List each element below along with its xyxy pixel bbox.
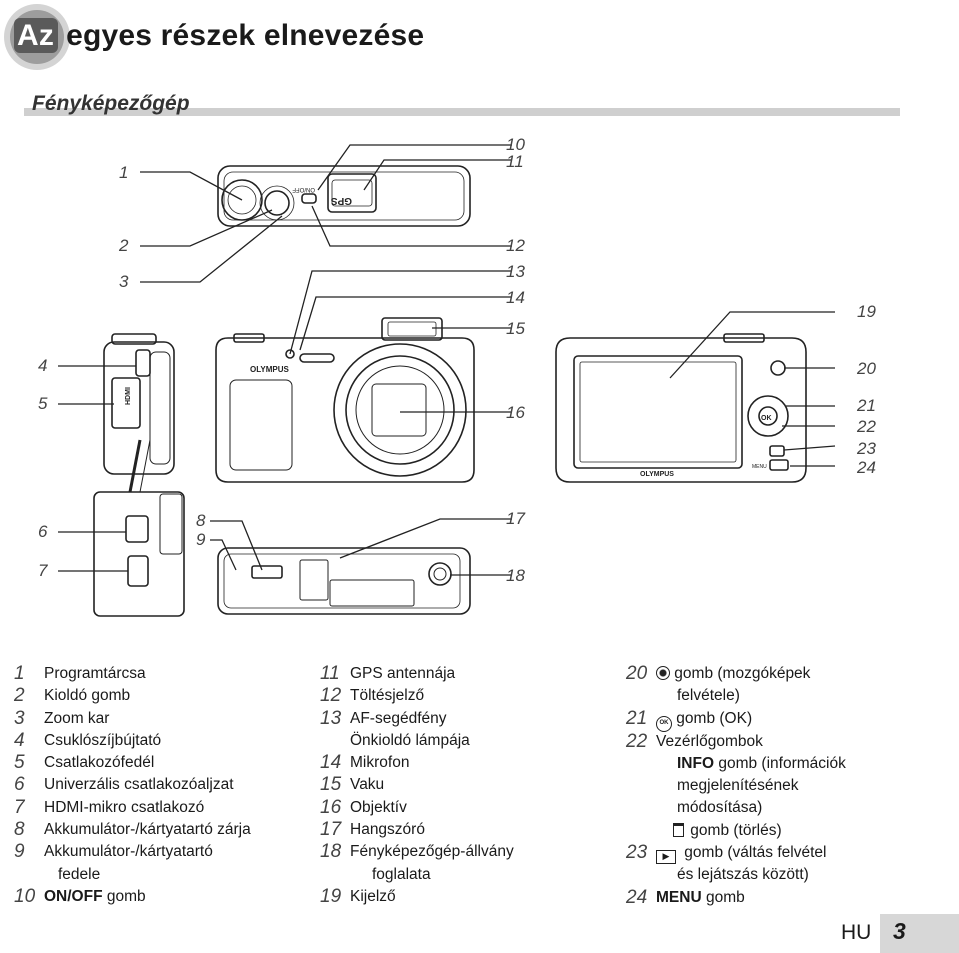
list-item: 23▶ gomb (váltás felvétel	[626, 842, 827, 865]
callout-1: 1	[119, 163, 129, 182]
list-item-continued: gomb (törlés)	[626, 820, 946, 842]
list-item-continued: fedele	[58, 865, 101, 883]
callout-11: 11	[506, 152, 524, 171]
menu-label-art: MENU	[752, 464, 767, 470]
callout-10: 10	[506, 135, 525, 154]
brand-front-art: OLYMPUS	[250, 365, 289, 374]
callout-2: 2	[119, 236, 129, 255]
callout-5: 5	[38, 394, 48, 413]
page-number: 3	[893, 918, 906, 944]
callout-18: 18	[506, 566, 525, 585]
camera-illustrations: ON/OFF GPS OLYMPUS HDMI OLYMPUS OK	[58, 144, 836, 617]
ok-label-art: OK	[761, 415, 772, 422]
list-item-continued: megjelenítésének	[677, 777, 799, 795]
playback-icon: ▶	[656, 850, 676, 865]
onoff-label-art: ON/OFF	[292, 186, 315, 192]
camera-front-view	[215, 317, 475, 483]
section-rule	[24, 108, 900, 116]
page-number-box	[880, 914, 959, 953]
callout-16: 16	[506, 403, 525, 422]
callout-14: 14	[506, 288, 525, 307]
camera-back-view	[555, 333, 807, 483]
title-text: egyes részek elnevezése	[66, 19, 425, 52]
list-item-continued: foglalata	[372, 865, 431, 883]
list-item: 20 gomb (mozgóképek	[626, 663, 811, 684]
trash-icon	[673, 822, 684, 837]
brand-back-art: OLYMPUS	[640, 471, 674, 478]
ok-button-icon: OK	[656, 715, 672, 732]
camera-bottom-view	[217, 547, 471, 615]
title-badge: Az	[14, 18, 59, 53]
list-item-continued: és lejátszás között)	[677, 866, 809, 884]
leader-lines	[58, 144, 836, 576]
callout-21: 21	[857, 396, 876, 415]
list-item-continued: Önkioldó lámpája	[350, 731, 470, 749]
callout-3: 3	[119, 272, 129, 291]
camera-side-view	[103, 333, 175, 475]
callout-20: 20	[857, 359, 876, 378]
callout-6: 6	[38, 522, 48, 541]
callout-13: 13	[506, 262, 525, 281]
movie-record-icon	[656, 666, 670, 680]
callout-8: 8	[196, 511, 206, 530]
hdmi-label-art: HDMI	[125, 387, 132, 405]
callout-15: 15	[506, 319, 525, 338]
callout-23: 23	[857, 439, 876, 458]
list-item-continued: INFO gomb (információk	[677, 754, 846, 772]
language-code: HU	[841, 921, 872, 944]
callout-12: 12	[506, 236, 525, 255]
camera-side-open-view	[93, 491, 185, 617]
camera-top-view	[217, 165, 471, 227]
list-item-continued: módosítása)	[677, 799, 763, 817]
callout-19: 19	[857, 302, 876, 321]
callout-22: 22	[857, 417, 876, 436]
callout-17: 17	[506, 509, 525, 528]
list-item-continued: felvétele)	[677, 687, 740, 705]
gps-label-art: GPS	[331, 195, 352, 206]
callout-9: 9	[196, 530, 206, 549]
callout-7: 7	[38, 561, 48, 580]
section-subtitle: Fényképezőgép	[32, 92, 190, 115]
callout-4: 4	[38, 356, 48, 375]
callout-24: 24	[857, 458, 876, 477]
